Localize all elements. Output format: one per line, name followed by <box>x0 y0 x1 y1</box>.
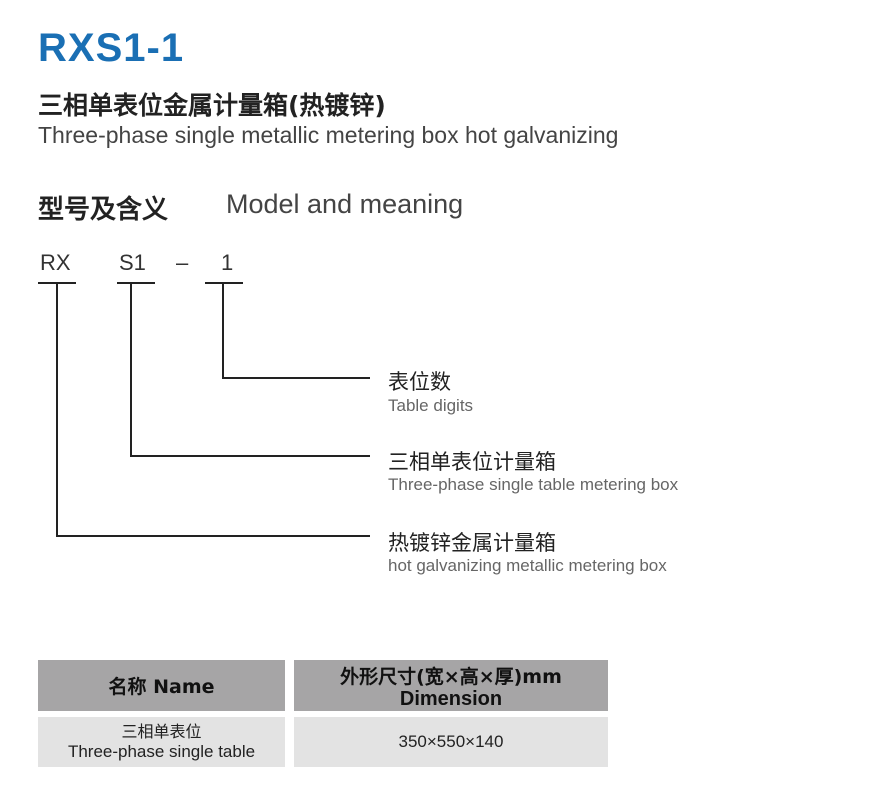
meaning-3-cn: 热镀锌金属计量箱 <box>388 531 556 555</box>
meaning-1-en: Table digits <box>388 396 474 415</box>
connector-v-rx <box>56 282 58 536</box>
meaning-1-cn: 表位数 <box>388 370 451 394</box>
code-dash: – <box>176 250 189 275</box>
meaning-3-en: hot galvanizing metallic metering box <box>388 556 667 575</box>
table-header-dimension: 外形尺寸(宽×高×厚)mm Dimension <box>294 660 608 711</box>
underline-s1 <box>117 282 155 284</box>
connector-v-s1 <box>130 282 132 456</box>
connector-h-1 <box>222 377 370 379</box>
code-part-rx: RX <box>40 250 71 275</box>
product-title-cn: 三相单表位金属计量箱(热镀锌) <box>38 91 386 120</box>
section-title-cn: 型号及含义 <box>38 195 169 225</box>
meaning-2-cn: 三相单表位计量箱 <box>388 450 556 474</box>
code-part-s1: S1 <box>119 250 146 275</box>
connector-v-1 <box>222 282 224 378</box>
code-part-1: 1 <box>221 250 234 275</box>
table-header-name: 名称 Name <box>38 660 285 711</box>
table-row-dimension: 350×550×140 <box>294 717 608 767</box>
underline-1 <box>205 282 243 284</box>
table-row-name-en: Three-phase single table <box>67 742 256 761</box>
connector-h-rx <box>56 535 370 537</box>
table-header-dimension-cn: 外形尺寸(宽×高×厚)mm <box>340 666 562 688</box>
table-row-dimension-value: 350×550×140 <box>398 732 504 751</box>
meaning-2-en: Three-phase single table metering box <box>388 475 679 494</box>
product-title-en: Three-phase single metallic metering box… <box>38 122 619 148</box>
table-header-dimension-en: Dimension <box>399 688 503 710</box>
table-row-name-cn: 三相单表位 <box>121 722 202 741</box>
table-header-name-label: 名称 Name <box>108 676 215 698</box>
section-title-en: Model and meaning <box>226 189 464 219</box>
connector-h-s1 <box>130 455 370 457</box>
table-row-name: 三相单表位 Three-phase single table <box>38 717 285 767</box>
model-title: RXS1-1 <box>38 26 185 70</box>
